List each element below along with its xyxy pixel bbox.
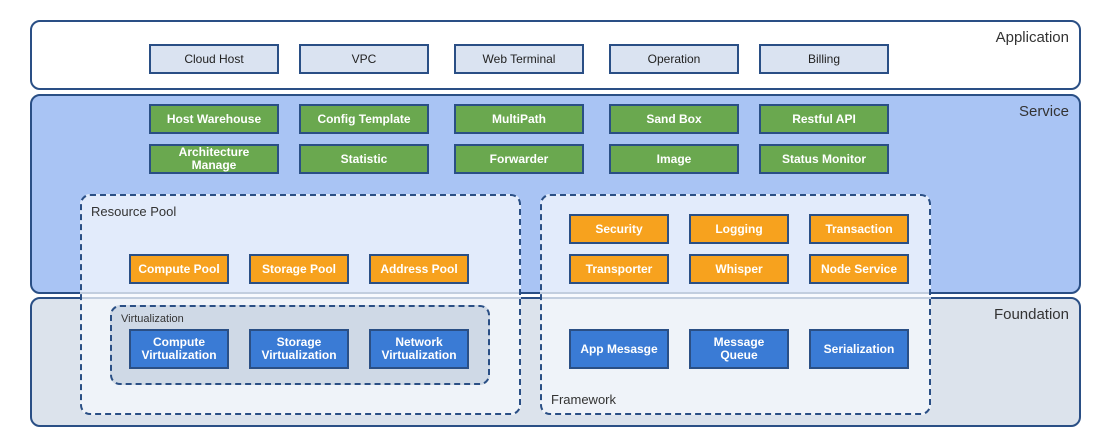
framework-box-serialization: Serialization bbox=[809, 329, 909, 369]
application-layer-title: Application bbox=[995, 29, 1069, 46]
virt-box-storage: Storage Virtualization bbox=[249, 329, 349, 369]
app-box-web-terminal: Web Terminal bbox=[454, 44, 584, 74]
service-layer-title: Service bbox=[1018, 103, 1069, 120]
framework-box-app-message: App Mesasge bbox=[569, 329, 669, 369]
service-box-image: Image bbox=[609, 144, 739, 174]
app-box-operation: Operation bbox=[609, 44, 739, 74]
framework-title: Framework bbox=[551, 392, 617, 407]
framework-box-node-service: Node Service bbox=[809, 254, 909, 284]
framework-box-logging: Logging bbox=[689, 214, 789, 244]
service-box-status-monitor: Status Monitor bbox=[759, 144, 889, 174]
app-box-billing: Billing bbox=[759, 44, 889, 74]
app-box-vpc: VPC bbox=[299, 44, 429, 74]
service-box-config-template: Config Template bbox=[299, 104, 429, 134]
service-box-sand-box: Sand Box bbox=[609, 104, 739, 134]
pool-box-compute: Compute Pool bbox=[129, 254, 229, 284]
framework-box-security: Security bbox=[569, 214, 669, 244]
framework-box-whisper: Whisper bbox=[689, 254, 789, 284]
virtualization-title: Virtualization bbox=[121, 313, 184, 325]
service-box-host-warehouse: Host Warehouse bbox=[149, 104, 279, 134]
service-box-forwarder: Forwarder bbox=[454, 144, 584, 174]
virt-box-compute: Compute Virtualization bbox=[129, 329, 229, 369]
service-box-architecture-manage: Architecture Manage bbox=[149, 144, 279, 174]
pool-box-storage: Storage Pool bbox=[249, 254, 349, 284]
service-box-restful-api: Restful API bbox=[759, 104, 889, 134]
service-box-statistic: Statistic bbox=[299, 144, 429, 174]
app-box-cloud-host: Cloud Host bbox=[149, 44, 279, 74]
framework-box-message-queue: Message Queue bbox=[689, 329, 789, 369]
service-box-multipath: MultiPath bbox=[454, 104, 584, 134]
pool-box-address: Address Pool bbox=[369, 254, 469, 284]
resource-pool-title: Resource Pool bbox=[91, 204, 177, 219]
foundation-layer-title: Foundation bbox=[993, 306, 1069, 323]
framework-box-transporter: Transporter bbox=[569, 254, 669, 284]
framework-box-transaction: Transaction bbox=[809, 214, 909, 244]
virt-box-network: Network Virtualization bbox=[369, 329, 469, 369]
